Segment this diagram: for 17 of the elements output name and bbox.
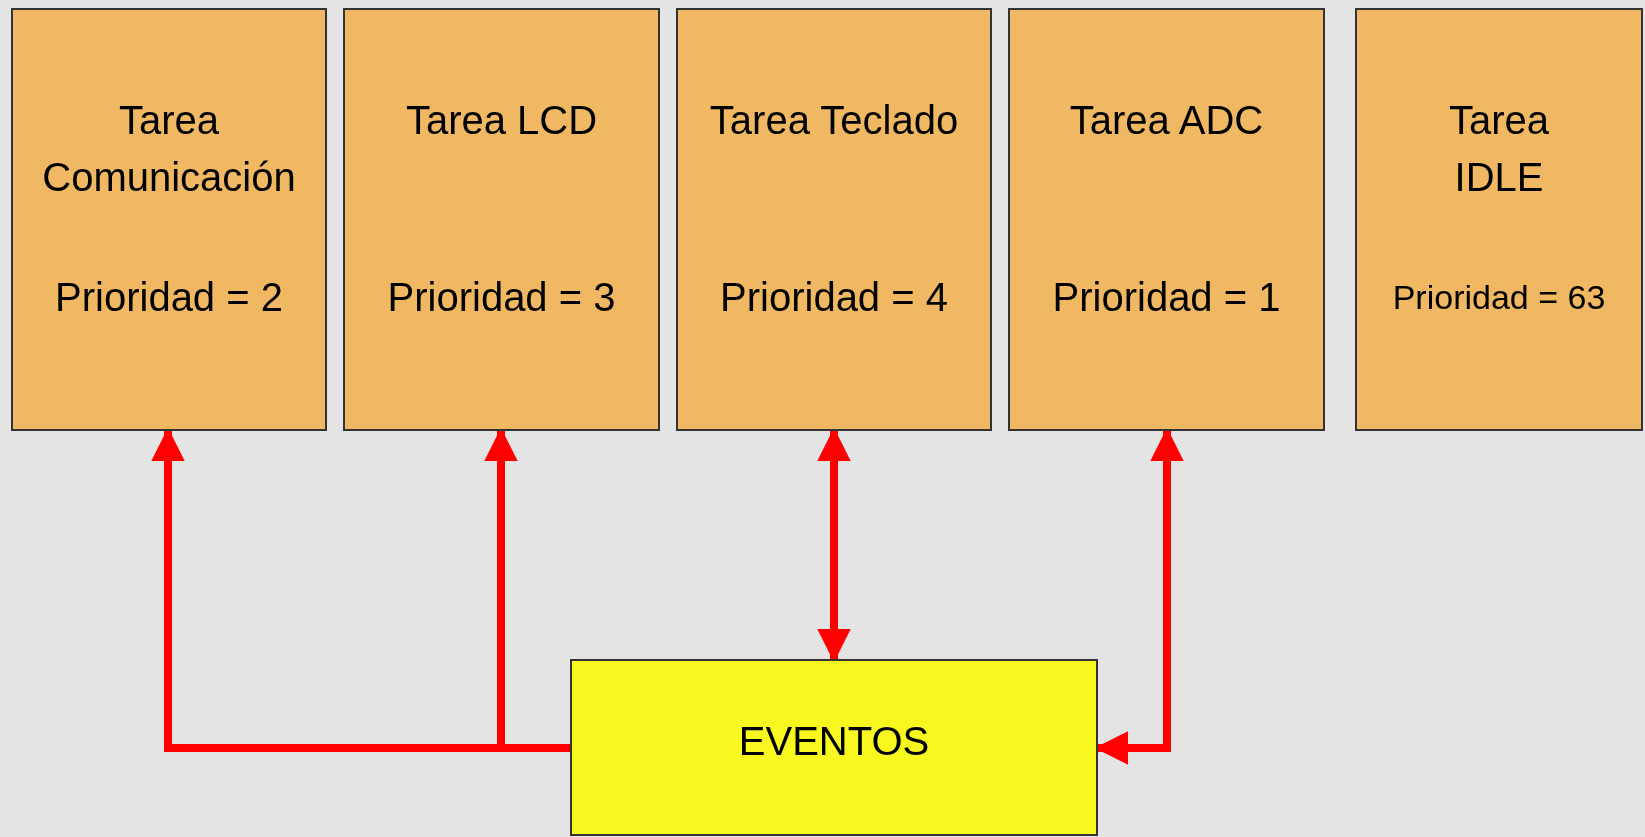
priority-text: Prioridad = 1: [1052, 274, 1281, 321]
task-name: Tarea LCD: [404, 97, 599, 144]
priority-text: Prioridad = 2: [55, 274, 283, 321]
priority-text: Prioridad = 63: [1392, 277, 1606, 318]
task-name: Tarea ADC: [1068, 97, 1265, 144]
task-box: [11, 8, 327, 431]
task-box: [1008, 8, 1325, 431]
priority-text: Prioridad = 3: [387, 274, 616, 321]
task-box: [1355, 8, 1643, 431]
task-name: Tarea Teclado: [708, 97, 960, 144]
priority-text: Prioridad = 4: [720, 274, 948, 321]
box-label: EVENTOS: [738, 717, 930, 765]
task-name: Tarea IDLE: [1447, 97, 1551, 201]
event-box: [570, 659, 1098, 836]
task-box: [676, 8, 992, 431]
task-box: [343, 8, 660, 431]
task-name: Tarea Comunicación: [41, 97, 297, 201]
